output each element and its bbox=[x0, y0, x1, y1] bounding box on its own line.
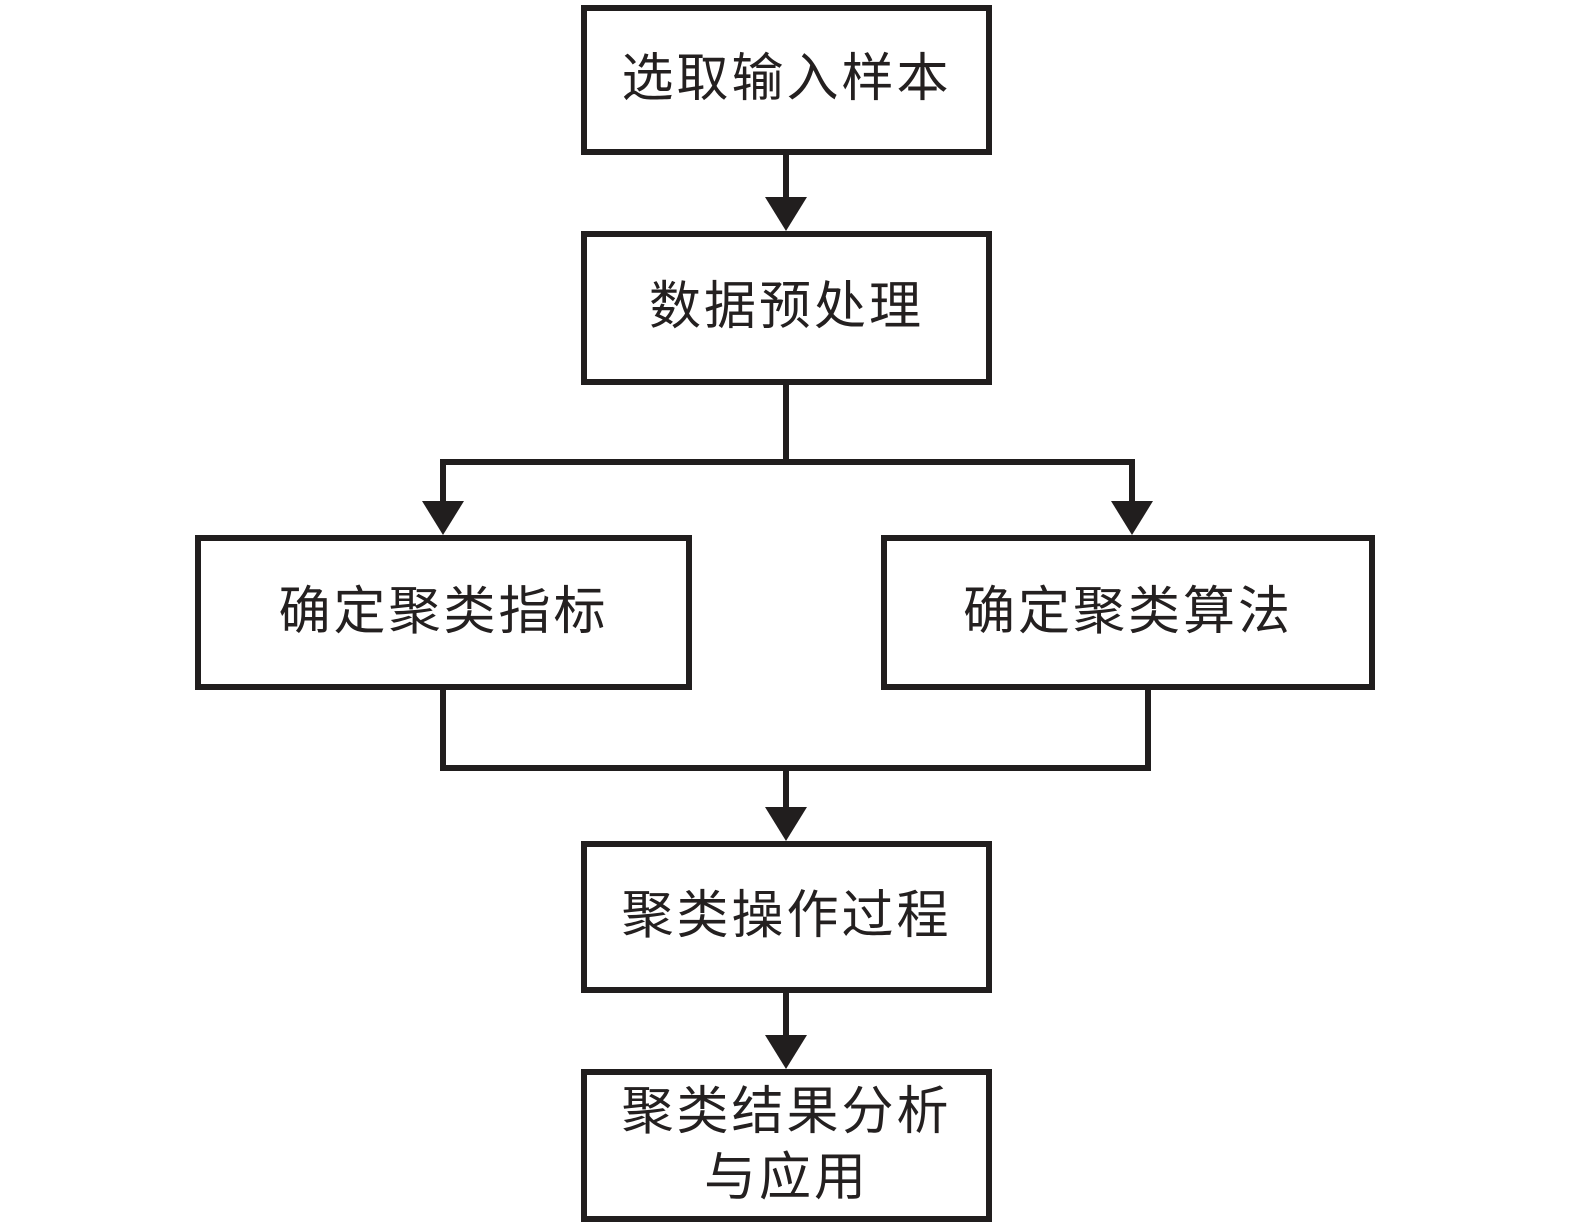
arrow-down-icon bbox=[422, 501, 464, 535]
connector-line bbox=[1145, 689, 1151, 771]
flow-node-determine-clustering-index: 确定聚类指标 bbox=[195, 535, 692, 690]
connector-line bbox=[440, 459, 446, 507]
flow-node-label: 确定聚类指标 bbox=[278, 583, 609, 641]
arrow-down-icon bbox=[1111, 501, 1153, 535]
connector-line bbox=[783, 384, 789, 462]
flow-node-label: 聚类结果分析 与应用 bbox=[621, 1083, 952, 1207]
connector-line bbox=[440, 689, 446, 771]
connector-line bbox=[783, 992, 789, 1040]
flow-node-label: 数据预处理 bbox=[648, 279, 924, 336]
flow-node-label: 确定聚类算法 bbox=[962, 583, 1293, 641]
flow-node-select-input-sample: 选取输入样本 bbox=[581, 5, 992, 155]
connector-split-line bbox=[440, 459, 1135, 465]
flow-node-data-preprocessing: 数据预处理 bbox=[581, 231, 992, 385]
flow-node-determine-clustering-algorithm: 确定聚类算法 bbox=[881, 535, 1375, 690]
flow-node-clustering-operation-process: 聚类操作过程 bbox=[581, 841, 992, 993]
arrow-down-icon bbox=[765, 807, 807, 841]
arrow-down-icon bbox=[765, 197, 807, 231]
flow-node-label: 选取输入样本 bbox=[621, 51, 952, 108]
connector-line bbox=[783, 154, 789, 204]
connector-line bbox=[1129, 459, 1135, 507]
connector-line bbox=[783, 769, 789, 813]
arrow-down-icon bbox=[765, 1035, 807, 1069]
connector-merge-line bbox=[440, 765, 1151, 771]
flow-node-clustering-result-analysis: 聚类结果分析 与应用 bbox=[581, 1069, 992, 1222]
flow-node-label: 聚类操作过程 bbox=[621, 888, 952, 945]
